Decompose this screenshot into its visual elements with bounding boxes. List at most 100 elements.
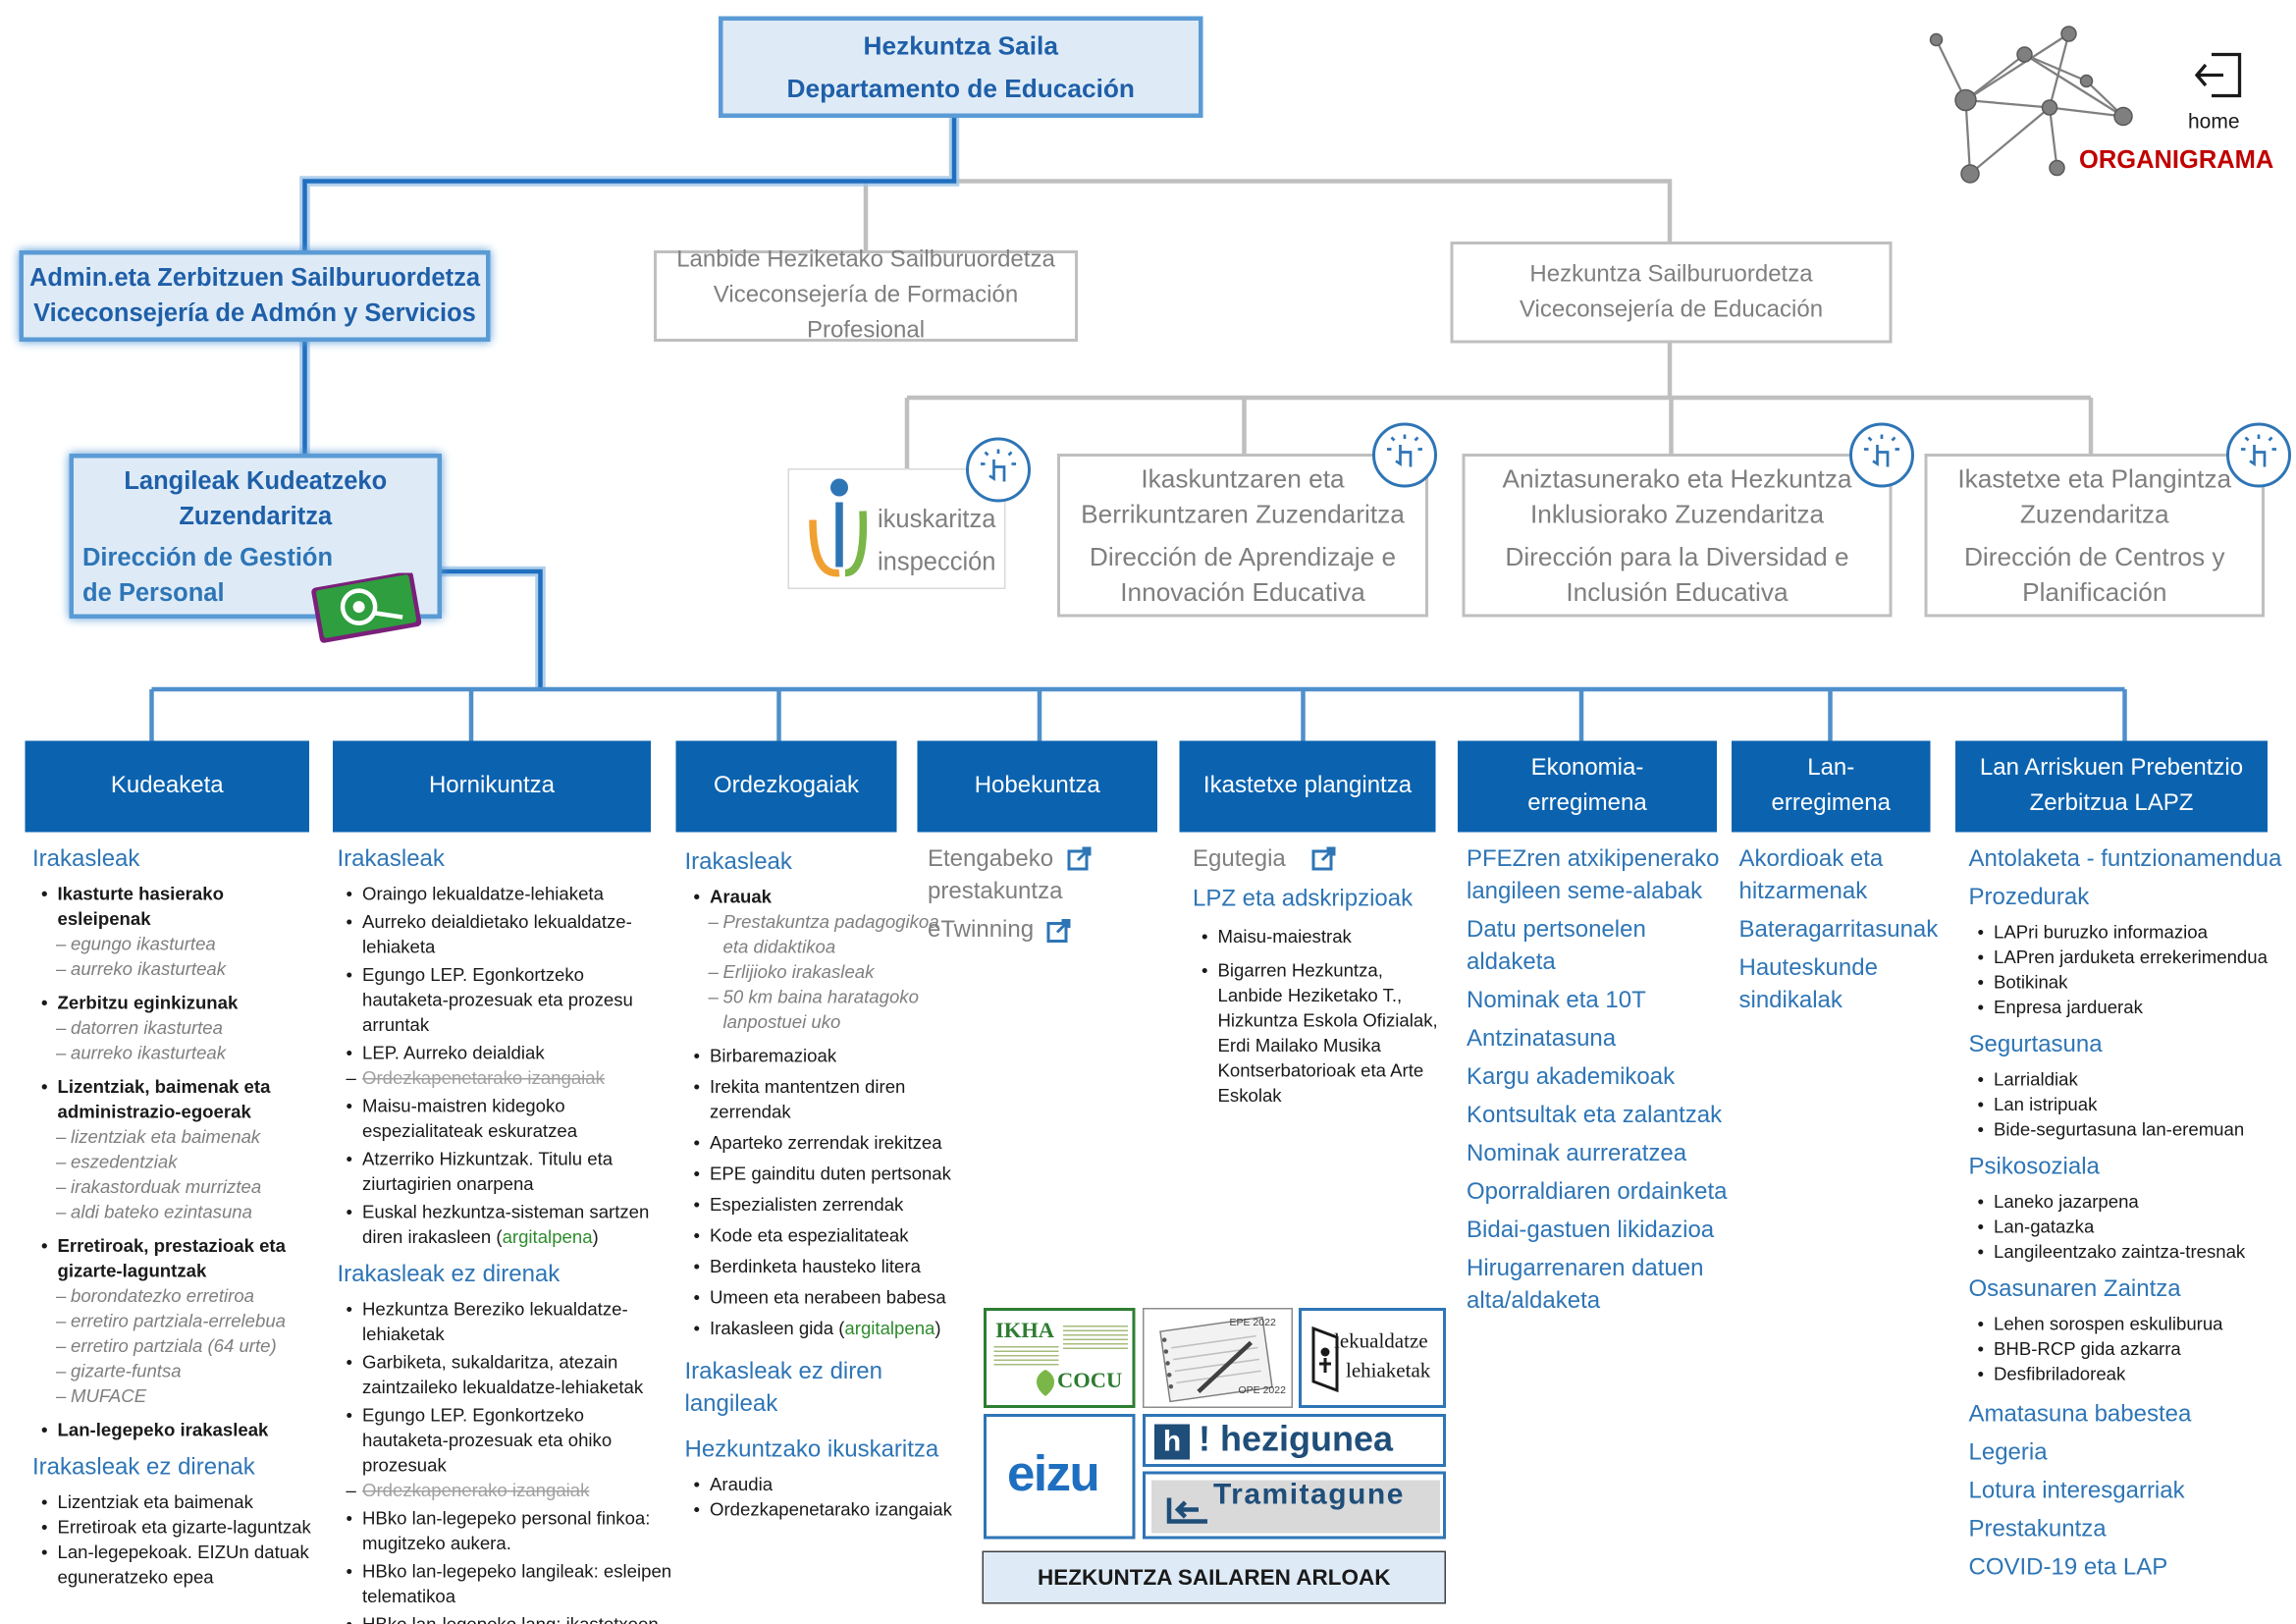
link-ekonomia[interactable]: Hirugarrenaren datuen alta/aldaketa [1467, 1256, 1704, 1315]
link-prozedurak[interactable]: Prozedurak [1968, 885, 2090, 911]
list-item[interactable]: Berdinketa hausteko litera [685, 1255, 968, 1280]
list-item[interactable]: Botikinak [1969, 971, 2286, 997]
header-lan-erregimena[interactable]: Lan-erregimena [1732, 740, 1931, 833]
list-item[interactable]: Lizentziak, baimenak eta administrazio-e… [32, 1075, 312, 1125]
link-ekonomia[interactable]: Kontsultak eta zalantzak [1467, 1103, 1723, 1129]
list-item[interactable]: Enpresa jarduerak [1969, 996, 2286, 1021]
link-egutegia[interactable]: Egutegia [1193, 844, 1443, 877]
link-irakasleak[interactable]: Irakasleak [337, 846, 445, 873]
list-item[interactable]: BHB-RCP gida azkarra [1969, 1337, 2286, 1363]
list-item[interactable]: HBko lan-legepeko lang: ikastetxeen esle… [338, 1613, 673, 1624]
list-item[interactable]: irakastorduak murriztea [32, 1175, 312, 1201]
link-osasunaren-zaintza[interactable]: Osasunaren Zaintza [1968, 1276, 2181, 1303]
home-exit-icon[interactable] [2194, 49, 2247, 102]
link-irakasleak[interactable]: Irakasleak [684, 849, 792, 876]
home-link[interactable]: home [2188, 109, 2240, 133]
list-item[interactable]: lizentziak eta baimenak [32, 1125, 312, 1151]
department-areas-button[interactable]: HEZKUNTZA SAILAREN ARLOAK [982, 1550, 1446, 1604]
list-item[interactable]: LEP. Aurreko deialdiak [338, 1042, 673, 1067]
list-item[interactable]: Aparteko zerrendak irekitzea [685, 1131, 968, 1157]
list-item-struck[interactable]: Ordezkapenerako izangaiak [338, 1479, 673, 1504]
touch-interactive-icon[interactable] [1372, 422, 1437, 488]
link-lapz[interactable]: Lotura interesgarriak [1968, 1479, 2185, 1504]
list-item[interactable]: Lan-legepekoak. EIZUn datuak eguneratzek… [32, 1541, 312, 1591]
link-ekonomia[interactable]: Nominak aurreratzea [1467, 1141, 1687, 1167]
list-item[interactable]: aldi bateko ezintasuna [32, 1201, 312, 1226]
list-item[interactable]: Oraingo lekualdatze-lehiaketa [338, 883, 673, 908]
link-irakasleak-ez-direnak[interactable]: Irakasleak ez direnak [32, 1455, 255, 1481]
link-lan[interactable]: Bateragarritasunak [1738, 917, 1939, 944]
mail-at-icon[interactable] [309, 572, 427, 644]
link-etengabeko-prestakuntza[interactable]: Etengabeko prestakuntza [928, 844, 1148, 909]
publication-link[interactable]: argitalpena [502, 1226, 593, 1248]
link-lan[interactable]: Akordioak eta hitzarmenak [1738, 846, 1884, 905]
list-item[interactable]: Egungo LEP. Egonkortzeko hautaketa-proze… [338, 963, 673, 1039]
link-ekonomia[interactable]: Nominak eta 10T [1467, 988, 1646, 1014]
link-lpz-adskripzioak[interactable]: LPZ eta adskripzioak [1193, 887, 1414, 912]
list-item[interactable]: erretiro partziala (64 urte) [32, 1334, 312, 1360]
link-irakasleak-ez-direnak[interactable]: Irakasleak ez direnak [337, 1262, 561, 1288]
list-item-struck[interactable]: Ordezkapenetarako izangaiak [338, 1066, 673, 1092]
list-item[interactable]: Lehen sorospen eskuliburua [1969, 1313, 2286, 1338]
list-item[interactable]: EPE gainditu duten pertsonak [685, 1163, 968, 1188]
list-item[interactable]: Arauak [685, 886, 968, 911]
link-lan[interactable]: Hauteskunde sindikalak [1738, 955, 1878, 1014]
list-item[interactable]: Hezkuntza Bereziko lekualdatze-lehiaketa… [338, 1298, 673, 1348]
link-lapz[interactable]: Prestakuntza [1968, 1517, 2107, 1543]
diversity-directorate-box[interactable]: Aniztasunerako eta Hezkuntza Inklusiorak… [1462, 454, 1893, 618]
department-box[interactable]: Hezkuntza Saila Departamento de Educació… [719, 16, 1203, 118]
list-item[interactable]: Erretiroak eta gizarte-laguntzak [32, 1516, 312, 1542]
header-kudeaketa[interactable]: Kudeaketa [25, 740, 309, 833]
link-hezkuntzako-ikuskaritza[interactable]: Hezkuntzako ikuskaritza [684, 1437, 939, 1463]
list-item[interactable]: Espezialisten zerrendak [685, 1193, 968, 1218]
list-item[interactable]: MUFACE [32, 1384, 312, 1410]
list-item[interactable]: Laneko jazarpena [1969, 1190, 2286, 1216]
link-ekonomia[interactable]: Kargu akademikoak [1467, 1064, 1676, 1091]
list-item[interactable]: datorren ikasturtea [32, 1016, 312, 1042]
list-item[interactable]: Langileentzako zaintza-tresnak [1969, 1240, 2286, 1266]
list-item[interactable]: borondatezko erretiroa [32, 1284, 312, 1310]
publication-link[interactable]: argitalpena [844, 1318, 935, 1339]
link-antolaketa[interactable]: Antolaketa - funtzionamendua [1968, 846, 2282, 873]
list-item[interactable]: Birbaremazioak [685, 1045, 968, 1070]
list-item[interactable]: Desfibriladoreak [1969, 1363, 2286, 1388]
touch-interactive-icon[interactable] [966, 437, 1031, 503]
list-item[interactable]: Prestakuntza padagogikoa eta didaktikoa [685, 910, 968, 960]
list-item[interactable]: Lizentziak eta baimenak [32, 1490, 312, 1516]
list-item[interactable]: Bide-segurtasuna lan-eremuan [1969, 1118, 2286, 1144]
list-item[interactable]: aurreko ikasturteak [32, 957, 312, 983]
list-item[interactable]: egungo ikasturtea [32, 933, 312, 958]
list-item[interactable]: Zerbitzu eginkizunak [32, 992, 312, 1017]
list-item[interactable]: HBko lan-legepeko langileak: esleipen te… [338, 1560, 673, 1610]
lekualdatze-lehiaketak-logo[interactable]: lekualdatze lehiaketak [1299, 1308, 1446, 1408]
list-item[interactable]: Ikasturte hasierako esleipenak [32, 883, 312, 933]
list-item[interactable]: eszedentziak [32, 1151, 312, 1176]
touch-interactive-icon[interactable] [1849, 422, 1914, 488]
header-hobekuntza[interactable]: Hobekuntza [917, 740, 1157, 833]
list-item[interactable]: Garbiketa, sukaldaritza, atezain zaintza… [338, 1351, 673, 1401]
list-item[interactable]: aurreko ikasturteak [32, 1042, 312, 1067]
list-item[interactable]: Lan-legepeko irakasleak [32, 1419, 312, 1444]
ikha-cocu-logo[interactable]: IKHA COCU [984, 1308, 1136, 1408]
link-lapz[interactable]: COVID-19 eta LAP [1968, 1555, 2168, 1581]
link-segurtasuna[interactable]: Segurtasuna [1968, 1032, 2103, 1058]
hezigunea-logo[interactable]: h ! hezigunea [1143, 1414, 1446, 1467]
link-ekonomia[interactable]: Bidai-gastuen likidazioa [1467, 1218, 1715, 1244]
list-item[interactable]: Erretiroak, prestazioak eta gizarte-lagu… [32, 1234, 312, 1284]
tramitagune-logo[interactable]: Tramitagune [1143, 1471, 1446, 1540]
link-lapz[interactable]: Amatasuna babestea [1968, 1402, 2192, 1428]
list-item[interactable]: 50 km baina haratagoko lanpostuei uko [685, 986, 968, 1036]
link-ekonomia[interactable]: Antzinatasuna [1467, 1026, 1617, 1053]
header-ordezkogaiak[interactable]: Ordezkogaiak [675, 740, 897, 833]
link-ekonomia[interactable]: Datu pertsonelen aldaketa [1467, 917, 1646, 976]
list-item[interactable]: Umeen eta nerabeen babesa [685, 1286, 968, 1312]
list-item[interactable]: gizarte-funtsa [32, 1360, 312, 1385]
list-item[interactable]: HBko lan-legepeko personal finkoa: mugit… [338, 1507, 673, 1557]
list-item[interactable]: Bigarren Hezkuntza, Lanbide Heziketako T… [1193, 959, 1443, 1110]
learning-innovation-directorate-box[interactable]: Ikaskuntzaren eta Berrikuntzaren Zuzenda… [1057, 454, 1428, 618]
list-item[interactable]: Maisu-maistren kidegoko espezialitateak … [338, 1095, 673, 1145]
list-item[interactable]: Irekita mantentzen diren zerrendak [685, 1075, 968, 1125]
list-item[interactable]: erretiro partziala-errelebua [32, 1310, 312, 1335]
list-item[interactable]: LAPren jarduketa errekerimendua [1969, 946, 2286, 971]
